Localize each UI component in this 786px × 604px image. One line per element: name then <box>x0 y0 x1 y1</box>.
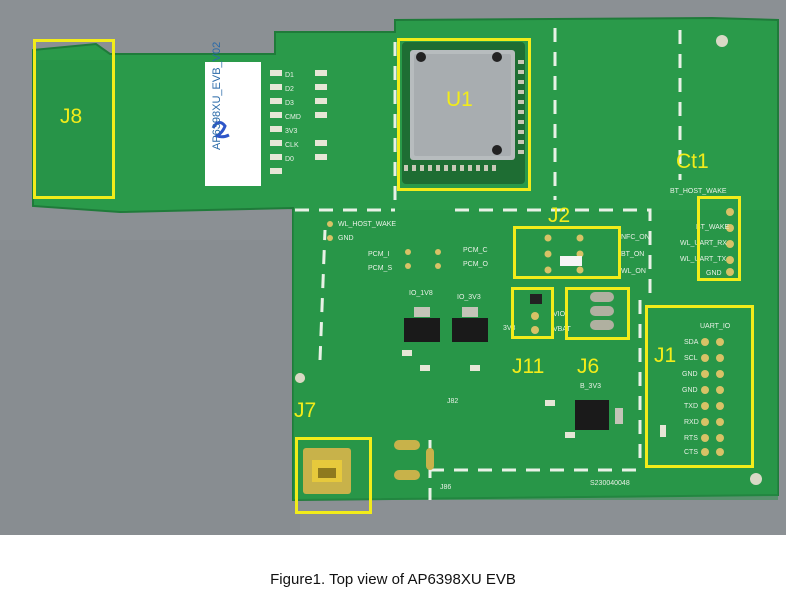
silk-scl: SCL <box>684 355 698 362</box>
callout-box-j1 <box>645 305 754 468</box>
silk-bt-on: BT_ON <box>621 251 645 258</box>
callout-label-j11: J11 <box>512 355 545 378</box>
silk-gnd-3: GND <box>682 371 698 378</box>
callout-box-j6 <box>565 287 630 340</box>
silk-rts: RTS <box>684 435 698 442</box>
silk-d1: D1 <box>285 72 294 79</box>
silk-vio: VIO <box>553 311 566 318</box>
silk-gnd-2: GND <box>706 270 722 277</box>
callout-box-j7 <box>295 437 372 514</box>
callout-box-u1 <box>397 38 531 191</box>
callout-label-j1: J1 <box>654 344 677 367</box>
silk-sda: SDA <box>684 339 699 346</box>
silk-gnd-4: GND <box>682 387 698 394</box>
silk-wl-host-wake: WL_HOST_WAKE <box>338 221 397 228</box>
silk-3v3-j11: 3V3 <box>503 325 516 332</box>
callout-label-j8: J8 <box>60 105 83 128</box>
callout-label-u1: U1 <box>446 88 473 111</box>
silk-nfc-on: NFC_ON <box>621 234 650 241</box>
silk-rxd: RXD <box>684 419 699 426</box>
silk-3v3: 3V3 <box>285 128 298 135</box>
callout-label-ct1: Ct1 <box>676 150 709 173</box>
handwritten-mark <box>211 121 230 139</box>
silk-txd: TXD <box>684 403 698 410</box>
silk-pcm-s: PCM_S <box>368 265 393 272</box>
callout-box-j11 <box>511 287 554 339</box>
silk-vbat: VBAT <box>553 326 571 333</box>
callout-box-ct1 <box>697 196 741 281</box>
silk-d3: D3 <box>285 100 294 107</box>
silk-serial: S230040048 <box>590 480 630 487</box>
silk-bt-wake: BT_WAKE <box>696 224 730 231</box>
pcb-board <box>32 16 779 502</box>
header-pins <box>295 208 734 456</box>
silk-pcm-c: PCM_C <box>463 247 488 254</box>
silk-io-3v3: IO_3V3 <box>457 294 481 301</box>
callout-box-j2 <box>513 226 621 279</box>
silk-clk: CLK <box>285 142 299 149</box>
silk-wl-uart-rx: WL_UART_RX <box>680 240 727 247</box>
silk-pcm-o: PCM_O <box>463 261 488 268</box>
evb-photo: AP6398XU_EVB_V02 D1 D2 D3 CMD 3V3 CLK D0… <box>0 0 786 535</box>
silk-cmd: CMD <box>285 114 301 121</box>
callout-label-j2: J2 <box>548 204 571 227</box>
silk-wl-on: WL_ON <box>621 268 646 275</box>
callout-label-j7: J7 <box>294 399 317 422</box>
silk-b-3v3: B_3V3 <box>580 383 602 390</box>
callout-box-j8 <box>33 39 115 199</box>
figure-caption: Figure1. Top view of AP6398XU EVB <box>270 571 516 588</box>
silk-pcm-i: PCM_I <box>368 251 390 258</box>
evb-name-text: AP6398XU_EVB_V02 <box>211 41 223 150</box>
silk-d2: D2 <box>285 86 294 93</box>
silk-j82: J82 <box>447 398 459 405</box>
callout-label-j6: J6 <box>577 355 600 378</box>
silk-gnd-1: GND <box>338 235 354 242</box>
silk-j86: J86 <box>440 484 452 491</box>
silk-d0: D0 <box>285 156 294 163</box>
silk-wl-uart-tx: WL_UART_TX <box>680 256 727 263</box>
silk-io-1v8: IO_1V8 <box>409 290 433 297</box>
silk-uart-io: UART_IO <box>700 323 731 330</box>
silk-cts: CTS <box>684 449 698 456</box>
silk-bt-host-wake: BT_HOST_WAKE <box>670 188 727 195</box>
